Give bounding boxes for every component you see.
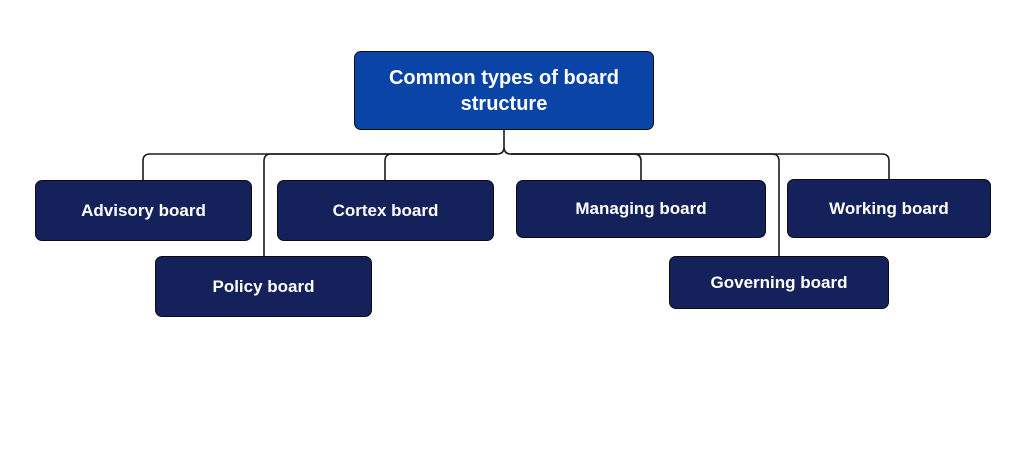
connector-trunk [496, 130, 512, 155]
connector-managing [511, 153, 642, 181]
node-label: Working board [829, 198, 949, 218]
node-label: Policy board [212, 276, 315, 296]
node-managing-board: Managing board [516, 180, 766, 238]
connector-cortex [384, 153, 497, 181]
node-policy-board: Policy board [155, 256, 372, 317]
node-label: Governing board [710, 272, 848, 292]
node-cortex-board: Cortex board [277, 180, 494, 241]
node-label: Advisory board [81, 200, 206, 220]
node-working-board: Working board [787, 179, 991, 238]
node-label: Cortex board [332, 200, 439, 220]
node-governing-board: Governing board [669, 256, 889, 309]
connector-working [511, 153, 890, 180]
node-label: Managing board [575, 199, 707, 218]
root-label: Common types of board structure [388, 66, 619, 115]
root-node: Common types of board structure [354, 51, 654, 130]
connector-policy [263, 153, 497, 257]
connector-advisory [142, 153, 497, 181]
node-advisory-board: Advisory board [35, 180, 252, 241]
